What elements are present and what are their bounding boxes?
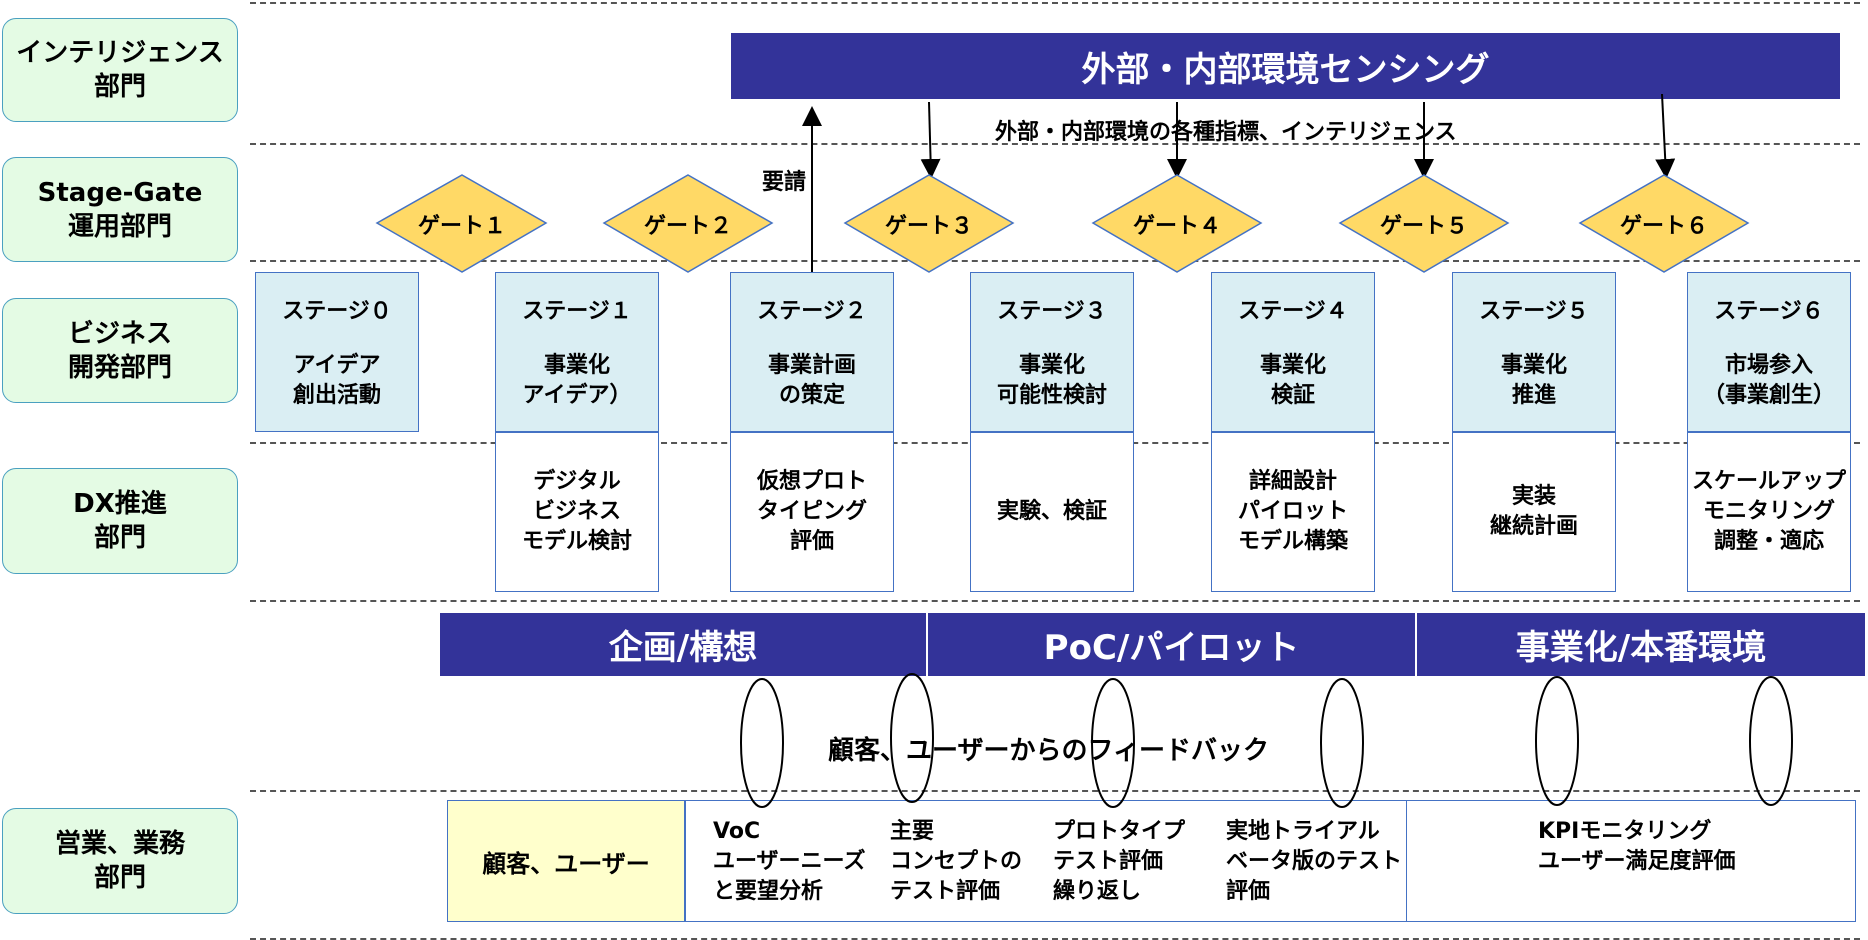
separator-line — [250, 2, 1860, 4]
stage-1-box: ステージ１ 事業化 アイデア） — [495, 272, 659, 432]
feedback-loop-ellipse — [740, 678, 784, 808]
feedback-label: 顧客、ユーザーからのフィードバック — [828, 736, 1269, 766]
gate-5-diamond — [1338, 174, 1510, 273]
phase-production: 事業化/本番環境 — [1417, 613, 1865, 676]
stage-1-dx-box: デジタル ビジネス モデル検討 — [495, 432, 659, 592]
feedback-field-trial: 実地トライアル ベータ版のテスト 評価 — [1226, 819, 1403, 904]
gate-4-diamond — [1091, 174, 1263, 273]
gate-3-diamond — [843, 174, 1015, 273]
stage-2-dx-box: 仮想プロト タイピング 評価 — [730, 432, 894, 592]
gate-2-label: ゲート２ — [643, 214, 732, 239]
gate-2-diamond — [602, 174, 774, 273]
department-stage-gate: Stage-Gate 運用部門 — [2, 157, 238, 262]
stage-description: アイデア 創出活動 — [292, 353, 381, 408]
feedback-box-late — [1406, 800, 1856, 922]
stage-6-box: ステージ６ 市場参入 （事業創生） — [1687, 272, 1851, 432]
stage-5-box: ステージ５ 事業化 推進 — [1452, 272, 1616, 432]
separator-line — [250, 143, 1860, 145]
feedback-loop-ellipse — [1749, 676, 1793, 806]
stage-title: ステージ５ — [1479, 299, 1589, 324]
request-label: 要請 — [762, 170, 807, 195]
phase-poc-pilot: PoC/パイロット — [928, 613, 1415, 676]
department-sales: 営業、業務 部門 — [2, 808, 238, 914]
phase-planning: 企画/構想 — [440, 613, 926, 676]
stage-title: ステージ０ — [282, 299, 392, 324]
feedback-kpi: KPIモニタリング ユーザー満足度評価 — [1538, 819, 1736, 874]
gate-3-arrow — [920, 101, 941, 179]
separator-line — [250, 600, 1860, 602]
gate-5-label: ゲート５ — [1379, 214, 1468, 239]
feedback-box-early — [685, 800, 1407, 922]
stage-3-box: ステージ３ 事業化 可能性検討 — [970, 272, 1134, 432]
stage-4-dx-box: 詳細設計 パイロット モデル構築 — [1211, 432, 1375, 592]
stage-5-dx-box: 実装 継続計画 — [1452, 432, 1616, 592]
customer-label: 顧客、ユーザー — [482, 849, 650, 878]
stage-title: ステージ２ — [757, 299, 867, 324]
stage-description: 事業化 検証 — [1259, 353, 1326, 408]
separator-line — [250, 938, 1860, 940]
stage-0-box: ステージ０ アイデア 創出活動 — [255, 272, 419, 432]
gate-3-label: ゲート３ — [884, 214, 973, 239]
feedback-loop-ellipse — [1091, 678, 1135, 808]
stage-2-box: ステージ２ 事業計画 の策定 — [730, 272, 894, 432]
gate-6-diamond — [1578, 174, 1750, 273]
gate-4-label: ゲート４ — [1132, 214, 1221, 239]
separator-line — [250, 260, 1860, 262]
stage-title: ステージ３ — [997, 299, 1107, 324]
feedback-loop-ellipse — [1535, 676, 1579, 806]
department-business-dev: ビジネス 開発部門 — [2, 298, 238, 403]
feedback-concept-test: 主要 コンセプトの テスト評価 — [890, 819, 1023, 904]
gate-1-diamond — [375, 174, 548, 273]
sensing-note: 外部・内部環境の各種指標、インテリジェンス — [995, 120, 1457, 145]
gate-6-arrow — [1655, 93, 1676, 179]
feedback-loop-ellipse — [1320, 678, 1364, 808]
feedback-voc: VoC ユーザーニーズ と要望分析 — [713, 819, 866, 904]
stage-description: 事業化 アイデア） — [522, 353, 632, 408]
stage-description: 事業計画 の策定 — [767, 353, 856, 408]
stage-description: 事業化 可能性検討 — [996, 353, 1107, 408]
separator-line — [250, 790, 1860, 792]
stage-title: ステージ６ — [1714, 299, 1824, 324]
feedback-loop-ellipse — [890, 673, 934, 803]
stage-6-dx-box: スケールアップ モニタリング 調整・適応 — [1687, 432, 1851, 592]
department-dx: DX推進 部門 — [2, 468, 238, 574]
stage-description: 事業化 推進 — [1500, 353, 1567, 408]
gate-1-label: ゲート１ — [417, 214, 506, 239]
sensing-banner: 外部・内部環境センシング — [731, 33, 1840, 99]
stage-title: ステージ４ — [1238, 299, 1348, 324]
gate-6-label: ゲート６ — [1619, 214, 1708, 239]
department-intelligence: インテリジェンス 部門 — [2, 18, 238, 122]
stage-4-box: ステージ４ 事業化 検証 — [1211, 272, 1375, 432]
stage-description: 市場参入 （事業創生） — [1702, 353, 1835, 408]
customer-box: 顧客、ユーザー — [447, 800, 685, 922]
stage-3-dx-box: 実験、検証 — [970, 432, 1134, 592]
stage-title: ステージ１ — [522, 299, 632, 324]
feedback-prototype-test: プロトタイプ テスト評価 繰り返し — [1053, 819, 1186, 904]
